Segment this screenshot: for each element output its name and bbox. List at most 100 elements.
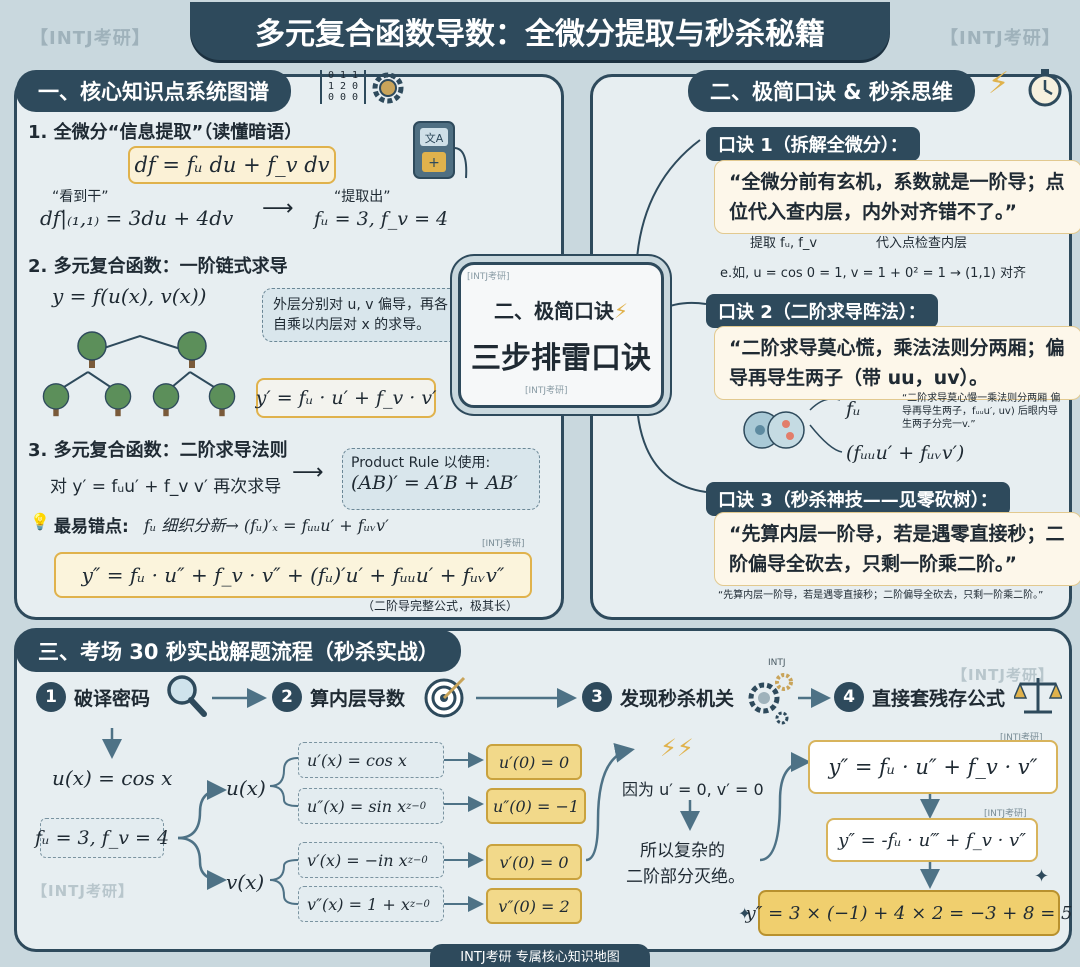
k2-box: “二阶求导莫心慌，乘法法则分两厢；偏导再导生两子（带 uu，uv）。 (714, 326, 1080, 400)
center-top-label: 二、极简口诀⚡ (461, 295, 661, 324)
formula-step-2: y″ = -fᵤ · u‴ + f_v · v″ (826, 818, 1038, 862)
step-3-label: 发现秒杀机关 (620, 687, 735, 710)
lightbulb-icon: 💡 (30, 512, 50, 531)
double-lightning-icon: ⚡⚡ (660, 734, 694, 762)
product-rule-box: Product Rule 以使用: (AB)′ = A′B + AB′ (342, 448, 540, 510)
center-mnemonic-box: [INTJ考研] 二、极简口诀⚡ 三步排雷口诀 [INTJ考研] (458, 262, 664, 408)
first-derivative-box: y′ = fᵤ · u′ + f_v · v′ (256, 378, 436, 418)
product-rule-formula: (AB)′ = A′B + AB′ (351, 472, 518, 494)
tree-icon (77, 331, 107, 368)
k2-small-text: “二阶求导莫心慢一乘法则分两厢 偏导再导生两子，fᵤᵤu′, uv) 后眼内导生… (902, 393, 1061, 430)
magnifier-icon (167, 675, 207, 717)
u-prime-box: u′(x) = cos x (298, 742, 444, 778)
k1-right-label: 代入点检查内层 (876, 236, 968, 251)
tag-s1: [INTJ考研] (482, 539, 525, 549)
center-tag-2: [INTJ考研] (525, 386, 568, 396)
sparkle-icon: ✦ (1034, 866, 1050, 887)
k3-small-text: “先算内层一阶导，若是遇零直接秒；二阶偏导全砍去，只剩一阶乘二阶。” (718, 590, 1044, 601)
second-derivative-box: y″ = fᵤ · u″ + f_v · v″ + (fᵤ)′u′ + fᵤᵤu… (54, 552, 532, 598)
step-3-num: 3 (582, 682, 612, 712)
lightning-icon: ⚡ (988, 66, 1010, 101)
lightning-icon: ⚡ (613, 299, 629, 323)
s1-heading-2: 2. 多元复合函数：一阶链式求导 (28, 256, 288, 277)
k1-box: “全微分前有玄机，系数就是一阶导；点位代入查内层，内外对齐错不了。” (714, 160, 1080, 234)
step-2-num: 2 (272, 682, 302, 712)
final-answer-box: y″ = 3 × (−1) + 4 × 2 = −3 + 8 = 5 (746, 890, 1072, 936)
page-title: 多元复合函数导数：全微分提取与秒杀秘籍 (190, 2, 890, 60)
y-definition: y = f(u(x), v(x)) (52, 284, 207, 308)
step-1-num: 1 (36, 682, 66, 712)
k2-fu: fᵤ (846, 398, 861, 420)
so-text-2: 二阶部分灭绝。 (626, 867, 745, 887)
v-double-prime-result: v″(0) = 2 (486, 888, 582, 924)
error-label: 最易错点: (54, 517, 129, 537)
watermark-s3-bottom: 【INTJ考研】 (32, 882, 134, 900)
u-node: u(x) (226, 776, 266, 800)
v-prime-result: v′(0) = 0 (486, 844, 582, 880)
step-3: 3 发现秒杀机关 (582, 682, 734, 712)
k1-left-label: 提取 fᵤ, f_v (750, 236, 818, 251)
differentiate-again: 对 y′ = fᵤu′ + f_v v′ 再次求导 (50, 477, 282, 497)
see-label: “看到干” (52, 189, 109, 205)
k2-f2: (fᵤᵤu′ + fᵤᵥv′) (846, 442, 965, 464)
f-values-box: fᵤ = 3, f_v = 4 (35, 818, 169, 858)
watermark-s3: 【INTJ考研】 (952, 666, 1054, 684)
df-formula-box: df = fᵤ du + f_v dv (128, 146, 336, 184)
step-2-label: 算内层导数 (310, 687, 406, 710)
caption-long-formula: （二阶导完整公式，极其长） (362, 599, 519, 613)
s1-heading-3: 3. 多元复合函数：二阶求导法则 (28, 440, 288, 461)
so-text-1: 所以复杂的 (640, 841, 725, 861)
extract-label: “提取出” (334, 189, 391, 205)
v-prime-sup: z−0 (407, 854, 428, 866)
v-double-prime-sup: z−0 (409, 898, 430, 910)
u-definition: u(x) = cos x (52, 766, 173, 790)
s1-heading-1: 1. 全微分“信息提取”（读懂暗语） (28, 122, 303, 143)
tree-icon (42, 383, 70, 417)
stopwatch-icon (1028, 69, 1062, 107)
translator-device-icon: 文A + (413, 121, 468, 179)
k1-title: 口诀 1（拆解全微分）： (706, 127, 920, 161)
tag-s3-1: [INTJ考研] (1000, 733, 1043, 743)
watermark-top-right: 【INTJ考研】 (940, 28, 1061, 49)
v-double-prime-text: v″(x) = 1 + x (307, 894, 410, 914)
gears-icon (748, 673, 793, 725)
arrow-right-2: ⟶ (292, 460, 324, 485)
tag-s3-2: [INTJ考研] (984, 809, 1027, 819)
step-4-label: 直接套残存公式 (872, 687, 1006, 710)
svg-text:文A: 文A (425, 131, 444, 145)
tree-icon (104, 383, 132, 417)
tree-icon (177, 331, 207, 368)
gear-icon (372, 72, 404, 104)
df-result: fᵤ = 3, f_v = 4 (314, 208, 449, 230)
u-double-prime-sup: z−0 (406, 800, 427, 812)
center-main-label: 三步排雷口诀 (471, 341, 651, 376)
section-2-title: 二、极简口诀 & 秒杀思维 (688, 70, 975, 112)
sparkle-icon: ✦ (738, 904, 752, 923)
k3-box: “先算内层一阶导，若是遇零直接秒；二阶偏导全砍去，只剩一阶乘二阶。” (714, 512, 1080, 586)
product-rule-label: Product Rule 以使用: (351, 455, 491, 471)
target-icon (424, 676, 466, 718)
tree-icon (152, 383, 180, 417)
svg-text:+: + (428, 155, 440, 171)
k2-title: 口诀 2（二阶求导阵法）： (706, 294, 938, 328)
section-1-title: 一、核心知识点系统图谱 (16, 70, 291, 112)
formula-step-1: y″ = fᵤ · u″ + f_v · v″ (808, 740, 1058, 794)
tree-icon (208, 383, 236, 417)
u-double-prime-result: u″(0) = −1 (486, 788, 586, 824)
step-2: 2 算内层导数 (272, 682, 405, 712)
section-3-title: 三、考场 30 秒实战解题流程（秒杀实战） (16, 630, 461, 672)
v-prime-text: v′(x) = −in x (307, 850, 408, 870)
center-tag: [INTJ考研] (467, 272, 510, 282)
v-node: v(x) (226, 870, 265, 894)
chain-rule-note: 外层分别对 u, v 偏导，再各自乘以内层对 x 的求导。 (262, 288, 462, 342)
k3-title: 口诀 3（秒杀神技——见零砍树）： (706, 482, 1010, 516)
cell-division-icon (743, 411, 805, 449)
center-top-text: 二、极简口诀 (493, 299, 614, 323)
